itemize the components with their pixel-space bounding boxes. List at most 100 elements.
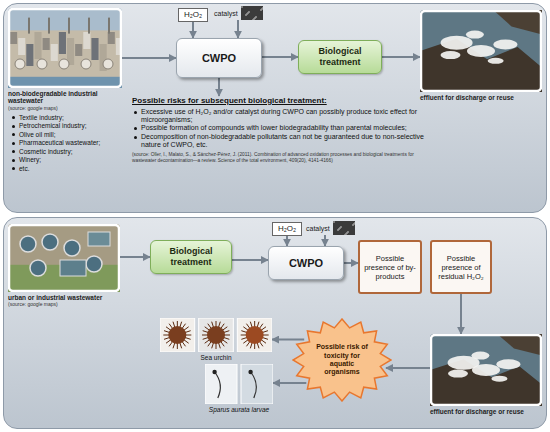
bullet-row: Pharmaceutical wastewater; [10,139,100,147]
illustration [8,8,122,88]
caption: Sparus aurata larvae [205,406,273,413]
list-item: Winery; [19,156,41,164]
catalyst-label: catalyst [214,10,238,17]
caption: Sea urchin [160,354,272,361]
sea-urchin-photos [160,318,272,352]
bullet-dot [134,136,137,139]
list-item: Cosmetic industry; [19,148,72,156]
bullet-row: etc. [10,165,100,173]
illustration [205,364,273,404]
organism-node: Sea urchin [160,318,272,361]
arrow-connector [286,236,288,246]
list-item: Textile industry; [19,114,64,122]
catalyst-image [241,6,263,20]
catalyst-image [333,221,355,235]
arrow-connector [344,262,358,264]
catalyst-node: catalyst [306,221,362,235]
process-box: CWPO [268,246,344,280]
bullet-dot [12,116,15,119]
effluent-photo [430,334,542,406]
node-text: Possible presence of by-products [364,254,416,281]
caption: (source: google maps) [8,301,120,307]
caption: effluent for discharge or reuse [420,94,542,101]
arrow-connector [122,57,176,59]
photo-node: non-biodegradable industrial wastewater(… [8,8,122,111]
node-text: H₂O₂ [275,224,299,234]
list-item: Pharmaceutical wastewater; [19,139,100,147]
bullet-row: Cosmetic industry; [10,148,100,156]
illustration [430,334,542,406]
industry-photo [8,8,122,88]
bullet-row: Petrochemical industry; [10,122,100,130]
arrow-connector [232,259,268,261]
note-block: Possible risks for subsequent biological… [132,96,432,164]
caption: non-biodegradable industrial wastewater [8,90,122,105]
node-text: CWPO [202,52,236,64]
bullet-row: Olive oil mill; [10,131,100,139]
bullet-row: Winery; [10,156,100,164]
bullet-dot [134,127,137,130]
organism-node: Sparus aurata larvae [205,364,273,413]
bullet-dot [12,167,15,170]
illustration [8,224,120,292]
bullet-row: Textile industry; [10,114,100,122]
bullet-dot [12,133,15,136]
arrow-connector [262,56,298,58]
arrow-connector [273,382,306,384]
bullet-row: Decomposition of non-biodegradable pollu… [132,133,432,150]
bullet-text: Excessive use of H₂O₂ and/or catalyst du… [141,108,432,125]
bullet-text: Decomposition of non-biodegradable pollu… [141,133,432,150]
effluent-photo [420,10,542,92]
starburst-node: Possible risk of toxicity for aquatic or… [292,318,392,402]
photo-node: effluent for discharge or reuse [430,334,542,415]
process-box: Biological treatment [298,40,382,74]
arrow-connector [272,339,304,341]
node-text: Biological treatment [154,246,228,268]
node-text: CWPO [289,257,323,269]
list-item: etc. [19,165,29,173]
fish-larvae-photos [205,364,273,404]
arrow-connector [120,256,150,258]
arrow-connector [192,22,194,38]
risk-heading: Possible risks for subsequent biological… [132,96,432,106]
risk-box: Possible presence of by-products [358,240,422,294]
catalyst-label: catalyst [306,225,330,232]
starburst-text: Possible risk of toxicity for aquatic or… [313,343,371,377]
photo-node: effluent for discharge or reuse [420,10,542,101]
catalyst-image [333,221,355,235]
bullet-dot [12,142,15,145]
arrow-connector [218,78,220,96]
node-text: H₂O₂ [181,10,205,20]
caption: (source: google maps) [8,105,122,111]
list-item: Olive oil mill; [19,131,55,139]
bullet-text: Possible formation of compounds with low… [141,124,432,132]
catalyst-node: catalyst [214,6,270,20]
source-note: (source: Oller, I., Malato, S., & Sánche… [132,152,432,164]
arrow-connector [460,294,462,334]
bullet-dot [12,159,15,162]
node-text: Biological treatment [302,46,378,68]
bullet-dot [12,150,15,153]
caption: urban or industrial wastewater [8,294,120,301]
bullet-row: Excessive use of H₂O₂ and/or catalyst du… [132,108,432,125]
treatment-plant-photo [8,224,120,292]
photo-node: urban or industrial wastewater(source: g… [8,224,120,307]
arrow-connector [382,56,420,58]
arrow-connector [324,235,326,246]
list-item: Petrochemical industry; [19,122,87,130]
catalyst-image [241,6,263,20]
process-box: CWPO [176,38,262,78]
bullet-dot [134,111,137,114]
risk-box: Possible presence of residual H₂O₂ [430,240,492,294]
process-box: Biological treatment [150,240,232,274]
reagent-box: H₂O₂ [272,222,302,236]
arrow-connector [237,20,239,38]
reagent-box: H₂O₂ [178,8,208,22]
caption: effluent for discharge or reuse [430,408,542,415]
bullet-row: Possible formation of compounds with low… [132,124,432,132]
bullet-list: Textile industry;Petrochemical industry;… [10,114,100,173]
bullet-dot [12,125,15,128]
illustration [160,318,272,352]
node-text: Possible presence of residual H₂O₂ [436,254,486,281]
illustration [420,10,542,92]
